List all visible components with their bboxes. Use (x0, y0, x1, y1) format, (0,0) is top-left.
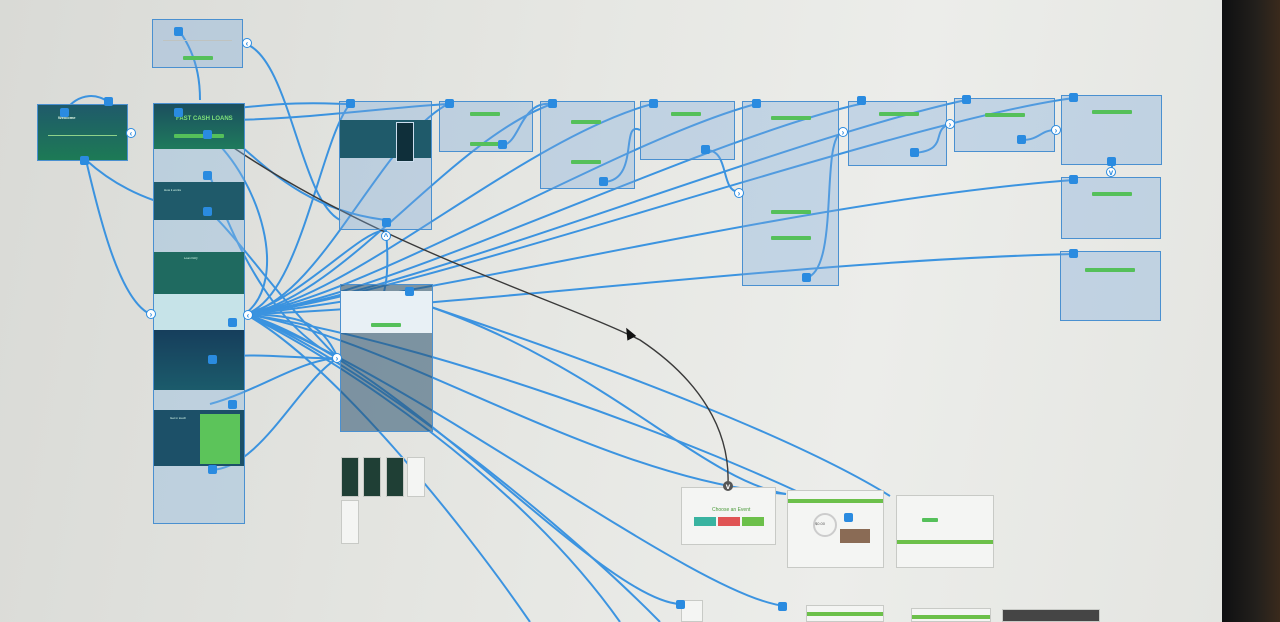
artboard-mobile-3[interactable] (386, 457, 404, 497)
artboard-bottom-2[interactable] (806, 605, 884, 622)
handle-icon[interactable] (346, 99, 355, 108)
artboard-product[interactable] (339, 101, 432, 230)
handle-icon[interactable] (649, 99, 658, 108)
artboard-step-6[interactable] (954, 98, 1055, 152)
chevron-down-icon[interactable]: v (723, 481, 733, 491)
artboard-mobile-1[interactable] (341, 457, 359, 497)
handle-icon[interactable] (203, 171, 212, 180)
handle-icon[interactable] (228, 400, 237, 409)
artboard-step-4[interactable] (742, 101, 839, 286)
handle-icon[interactable] (844, 513, 853, 522)
handle-icon[interactable] (228, 318, 237, 327)
chevron-left-icon[interactable]: ‹ (242, 38, 252, 48)
chevron-right-icon[interactable]: › (332, 353, 342, 363)
handle-icon[interactable] (548, 99, 557, 108)
artboard-step-1[interactable] (439, 101, 533, 152)
choose-title: Choose an Event (712, 507, 751, 513)
section-about: How it works (164, 188, 182, 192)
artboard-bottom-3[interactable] (911, 608, 991, 622)
handle-icon[interactable] (203, 130, 212, 139)
chevron-left-icon[interactable]: ‹ (126, 128, 136, 138)
handle-icon[interactable] (802, 273, 811, 282)
hero-title: FAST CASH LOANS (176, 116, 233, 122)
artboard-detail[interactable] (340, 284, 433, 432)
chevron-up-icon[interactable]: ^ (381, 231, 391, 241)
event-option-3[interactable] (742, 517, 764, 526)
artboard-mobile-4[interactable] (407, 457, 425, 497)
chevron-right-icon[interactable]: › (1051, 125, 1061, 135)
handle-icon[interactable] (1017, 135, 1026, 144)
handle-icon[interactable] (1069, 249, 1078, 258)
event-option-1[interactable] (694, 517, 716, 526)
estimate-amount: $0.00 (815, 521, 826, 526)
artboard-bottom-4[interactable] (1002, 609, 1100, 622)
chevron-left-icon[interactable]: ‹ (243, 310, 253, 320)
artboard-mobile-5[interactable] (341, 500, 359, 544)
prototype-links (63, 31, 1113, 622)
handle-icon[interactable] (208, 465, 217, 474)
chevron-down-icon[interactable]: v (1106, 167, 1116, 177)
artboard-step-7[interactable] (1061, 95, 1162, 165)
chevron-right-icon[interactable]: › (945, 119, 955, 129)
artboard-top[interactable] (152, 19, 243, 68)
chevron-right-icon[interactable]: › (146, 309, 156, 319)
handle-icon[interactable] (1069, 93, 1078, 102)
handle-icon[interactable] (676, 600, 685, 609)
artboard-splash[interactable]: Welcome (37, 104, 128, 161)
design-canvas[interactable]: Welcome FAST CASH LOANS How it works Loa… (0, 0, 1222, 622)
event-option-2[interactable] (718, 517, 740, 526)
handle-icon[interactable] (104, 97, 113, 106)
handle-icon[interactable] (752, 99, 761, 108)
handle-icon[interactable] (445, 99, 454, 108)
handle-icon[interactable] (701, 145, 710, 154)
handle-icon[interactable] (208, 355, 217, 364)
artboard-step-8[interactable] (1061, 177, 1161, 239)
handle-icon[interactable] (203, 207, 212, 216)
handle-icon[interactable] (910, 148, 919, 157)
handle-icon[interactable] (599, 177, 608, 186)
handle-icon[interactable] (962, 95, 971, 104)
handle-icon[interactable] (1107, 157, 1116, 166)
handle-icon[interactable] (857, 96, 866, 105)
handle-icon[interactable] (174, 27, 183, 36)
handle-icon[interactable] (174, 108, 183, 117)
handle-icon[interactable] (1069, 175, 1078, 184)
artboard-mobile-2[interactable] (363, 457, 381, 497)
chevron-right-icon[interactable]: › (734, 188, 744, 198)
artboard-summary[interactable] (896, 495, 994, 568)
artboard-home[interactable]: FAST CASH LOANS How it works Loan FAQ Ge… (153, 103, 245, 524)
handle-icon[interactable] (80, 156, 89, 165)
handle-icon[interactable] (778, 602, 787, 611)
artboard-step-2[interactable] (540, 101, 635, 189)
chevron-right-icon[interactable]: › (838, 127, 848, 137)
handle-icon[interactable] (498, 140, 507, 149)
handle-icon[interactable] (60, 108, 69, 117)
section-faq: Loan FAQ (184, 256, 198, 260)
artboard-step-9[interactable] (1060, 251, 1161, 321)
monitor-bezel (1222, 0, 1280, 622)
artboard-estimate[interactable]: $0.00 (787, 490, 884, 568)
section-contact: Get in touch (170, 416, 187, 420)
handle-icon[interactable] (382, 218, 391, 227)
artboard-choose-event[interactable]: Choose an Event (681, 487, 776, 545)
artboard-step-3[interactable] (640, 101, 735, 160)
handle-icon[interactable] (405, 287, 414, 296)
artboard-step-5[interactable] (848, 101, 947, 166)
